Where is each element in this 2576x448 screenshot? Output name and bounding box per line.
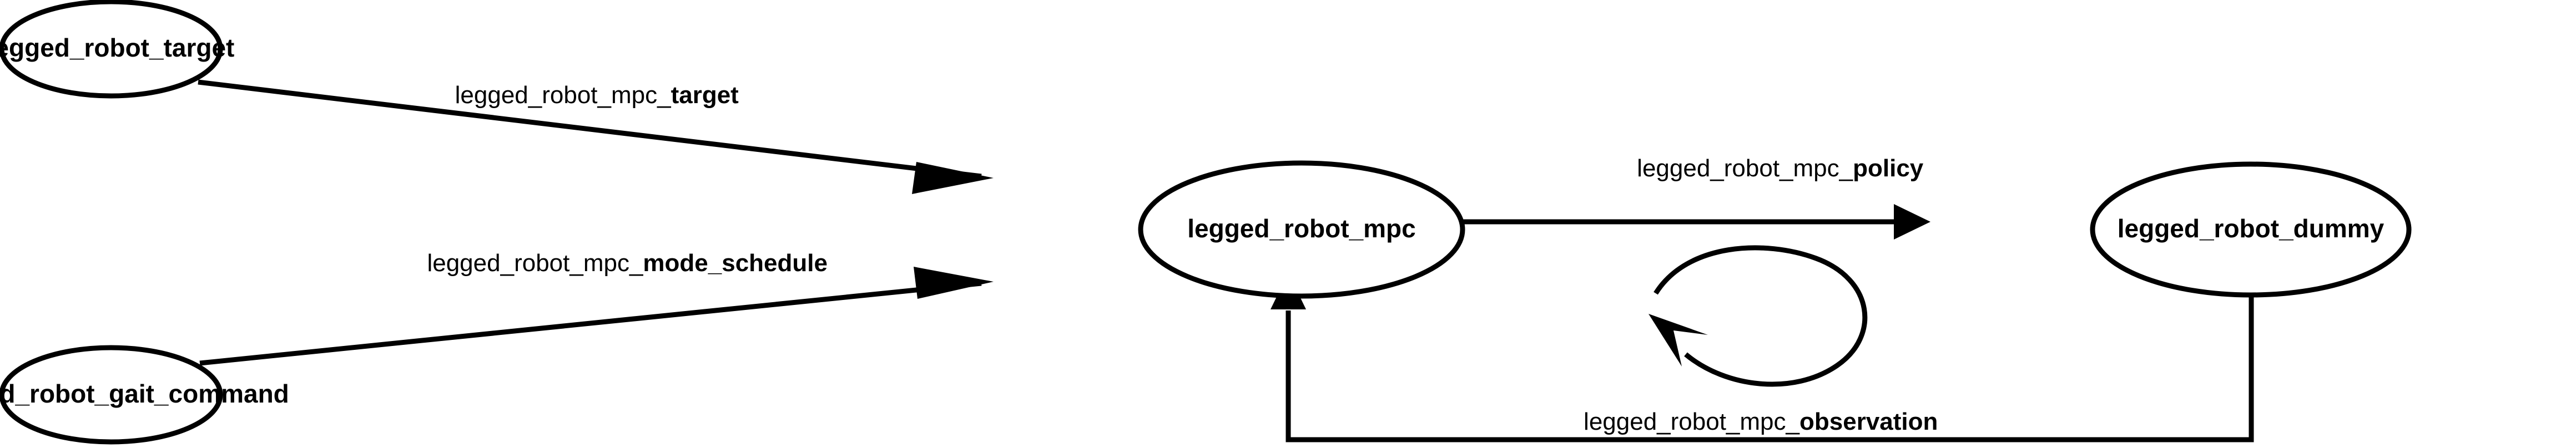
node-legged-robot-dummy[interactable]: legged_robot_dummy [2090,161,2412,298]
edge-mpc-self-loop[interactable] [1649,245,1868,387]
edge-label-mode-schedule-prefix: legged_robot_mpc_ [427,250,643,277]
edge-label-target: legged_robot_mpc_target [407,82,773,109]
edge-label-observation-topic: observation [1799,408,1938,435]
edge-label-observation-prefix: legged_robot_mpc_ [1584,408,1799,435]
edge-gait-command-to-mpc[interactable] [199,267,994,366]
node-legged-robot-target[interactable]: legged_robot_target [0,0,234,99]
edge-target-to-mpc-line [198,79,982,179]
node-legged-robot-mpc-label: legged_robot_mpc [1187,214,1416,243]
edge-label-mode-schedule-topic: mode_schedule [643,250,828,277]
node-legged-robot-target-ellipse [0,0,223,99]
node-legged-robot-dummy-label: legged_robot_dummy [2118,214,2385,243]
node-legged-robot-dummy-ellipse [2090,161,2412,298]
node-legged-robot-gait-command[interactable]: legged_robot_gait_command [0,345,289,445]
edge-mpc-self-loop-arrowhead [1649,314,1708,366]
edge-label-mode-schedule: legged_robot_mpc_mode_schedule [380,250,861,277]
edge-target-to-mpc-arrowhead [912,162,994,194]
edge-mpc-to-dummy[interactable] [1463,204,1930,240]
edge-label-policy-prefix: legged_robot_mpc_ [1637,155,1853,182]
edge-label-policy: legged_robot_mpc_policy [1590,155,1958,182]
node-legged-robot-target-label: legged_robot_target [0,33,234,62]
edge-label-target-topic: target [671,82,739,109]
edge-target-to-mpc[interactable] [198,79,994,194]
edge-label-target-prefix: legged_robot_mpc_ [455,82,671,109]
node-legged-robot-mpc[interactable]: legged_robot_mpc [1138,160,1465,299]
node-legged-robot-gait-command-ellipse [0,345,223,445]
node-legged-robot-gait-command-label: legged_robot_gait_command [0,379,289,408]
edge-gait-command-to-mpc-arrowhead [914,267,994,299]
edge-dummy-to-mpc-line [1286,296,2254,442]
edge-gait-command-to-mpc-line [199,281,982,366]
edge-mpc-self-loop-arc [1654,245,1868,387]
edge-label-policy-topic: policy [1853,155,1924,182]
edge-label-observation: legged_robot_mpc_observation [1536,408,1972,435]
edge-mpc-to-dummy-arrowhead [1894,204,1930,240]
node-legged-robot-mpc-ellipse [1138,160,1465,299]
